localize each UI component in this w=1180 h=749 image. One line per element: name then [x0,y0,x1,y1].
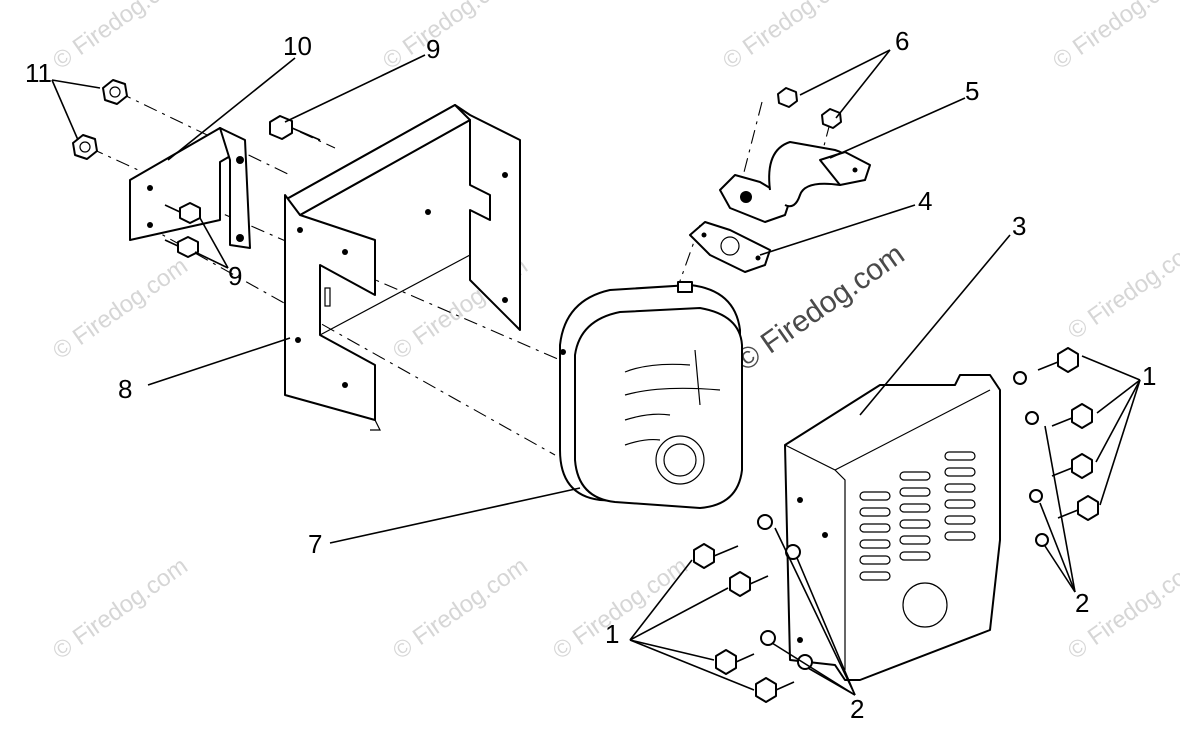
watermark: © Firedog.com [378,0,523,75]
leader-lines [51,49,1141,696]
watermark: © Firedog.com [48,552,193,665]
watermark: © Firedog.com [1048,0,1180,75]
callout-4: 4 [918,186,932,216]
cover-vent-slots [859,451,976,581]
watermark: © Firedog.com [1063,232,1180,345]
callout-5: 5 [965,76,979,106]
muffler-cover [784,374,1001,681]
cover-bolt-set [693,347,1099,703]
callout-9-bottom: 9 [228,261,242,291]
mounting-frame [284,104,521,431]
callout-2-right: 2 [1075,588,1089,618]
callout-labels: 11 10 9 9 8 7 6 5 4 3 1 2 1 2 [25,26,1156,724]
muffler [559,281,743,509]
callout-9-top: 9 [426,34,440,64]
callout-1-right: 1 [1142,361,1156,391]
watermark: © Firedog.com [48,252,193,365]
watermark: © Firedog.com [548,552,693,665]
small-nut-pair [777,87,842,129]
gasket [689,221,771,273]
callout-2-left: 2 [850,694,864,724]
watermark: © Firedog.com [48,0,193,75]
callout-3: 3 [1012,211,1026,241]
callout-7: 7 [308,529,322,559]
washer-set [757,371,1049,670]
exhaust-elbow [719,141,871,223]
watermark: © Firedog.com [388,552,533,665]
callout-10: 10 [283,31,312,61]
nut-pair [72,79,128,160]
callout-11: 11 [25,58,52,88]
callout-6: 6 [895,26,909,56]
bracket [129,127,251,249]
watermark: © Firedog.com [718,0,863,75]
callout-8: 8 [118,374,132,404]
callout-1-left: 1 [605,619,619,649]
